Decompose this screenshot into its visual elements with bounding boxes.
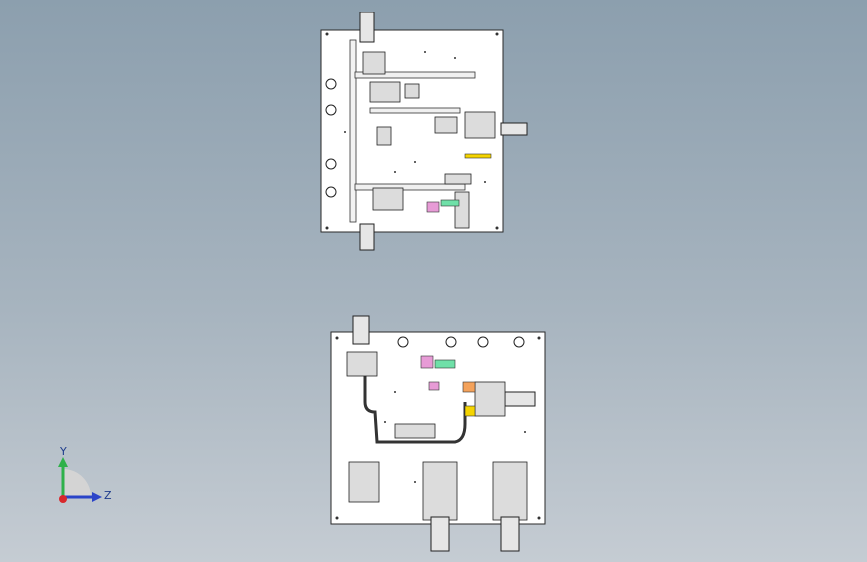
beam-lower xyxy=(354,183,466,191)
triad-quarter-disc xyxy=(63,469,91,497)
part-pink-2 xyxy=(428,381,440,391)
cylinder-bottom xyxy=(359,223,375,251)
part-yellow xyxy=(464,405,476,417)
part-yellow xyxy=(464,153,492,159)
plate-holes xyxy=(335,336,541,520)
y-axis-arrowhead xyxy=(58,457,68,467)
part-orange xyxy=(462,381,476,393)
cylinder-right xyxy=(504,391,536,407)
rail-left xyxy=(349,39,357,223)
cylinder-right xyxy=(500,122,528,136)
part-green xyxy=(434,359,456,369)
left-clamps xyxy=(325,78,337,198)
beam-upper xyxy=(354,71,476,79)
fixture-top-view[interactable] xyxy=(315,12,535,252)
mechanism-blocks xyxy=(346,351,528,521)
cylinder-lower-right xyxy=(500,516,520,552)
plate-holes xyxy=(325,32,499,230)
part-pink xyxy=(420,355,434,369)
fixture-bottom-view[interactable] xyxy=(325,312,560,557)
cylinder-top xyxy=(352,315,370,345)
y-axis-label: Y xyxy=(59,445,67,458)
part-pink xyxy=(426,201,440,213)
coordinate-triad: Y Z xyxy=(58,445,112,503)
part-green xyxy=(440,199,460,207)
z-axis-label: Z xyxy=(104,489,112,502)
x-axis-origin-dot xyxy=(59,495,67,503)
beam-mid xyxy=(369,107,461,114)
cylinder-lower-left xyxy=(430,516,450,552)
tube-path xyxy=(363,372,467,444)
cylinder-top xyxy=(359,12,375,43)
top-clamps xyxy=(397,336,525,348)
z-axis-arrowhead xyxy=(92,492,102,502)
